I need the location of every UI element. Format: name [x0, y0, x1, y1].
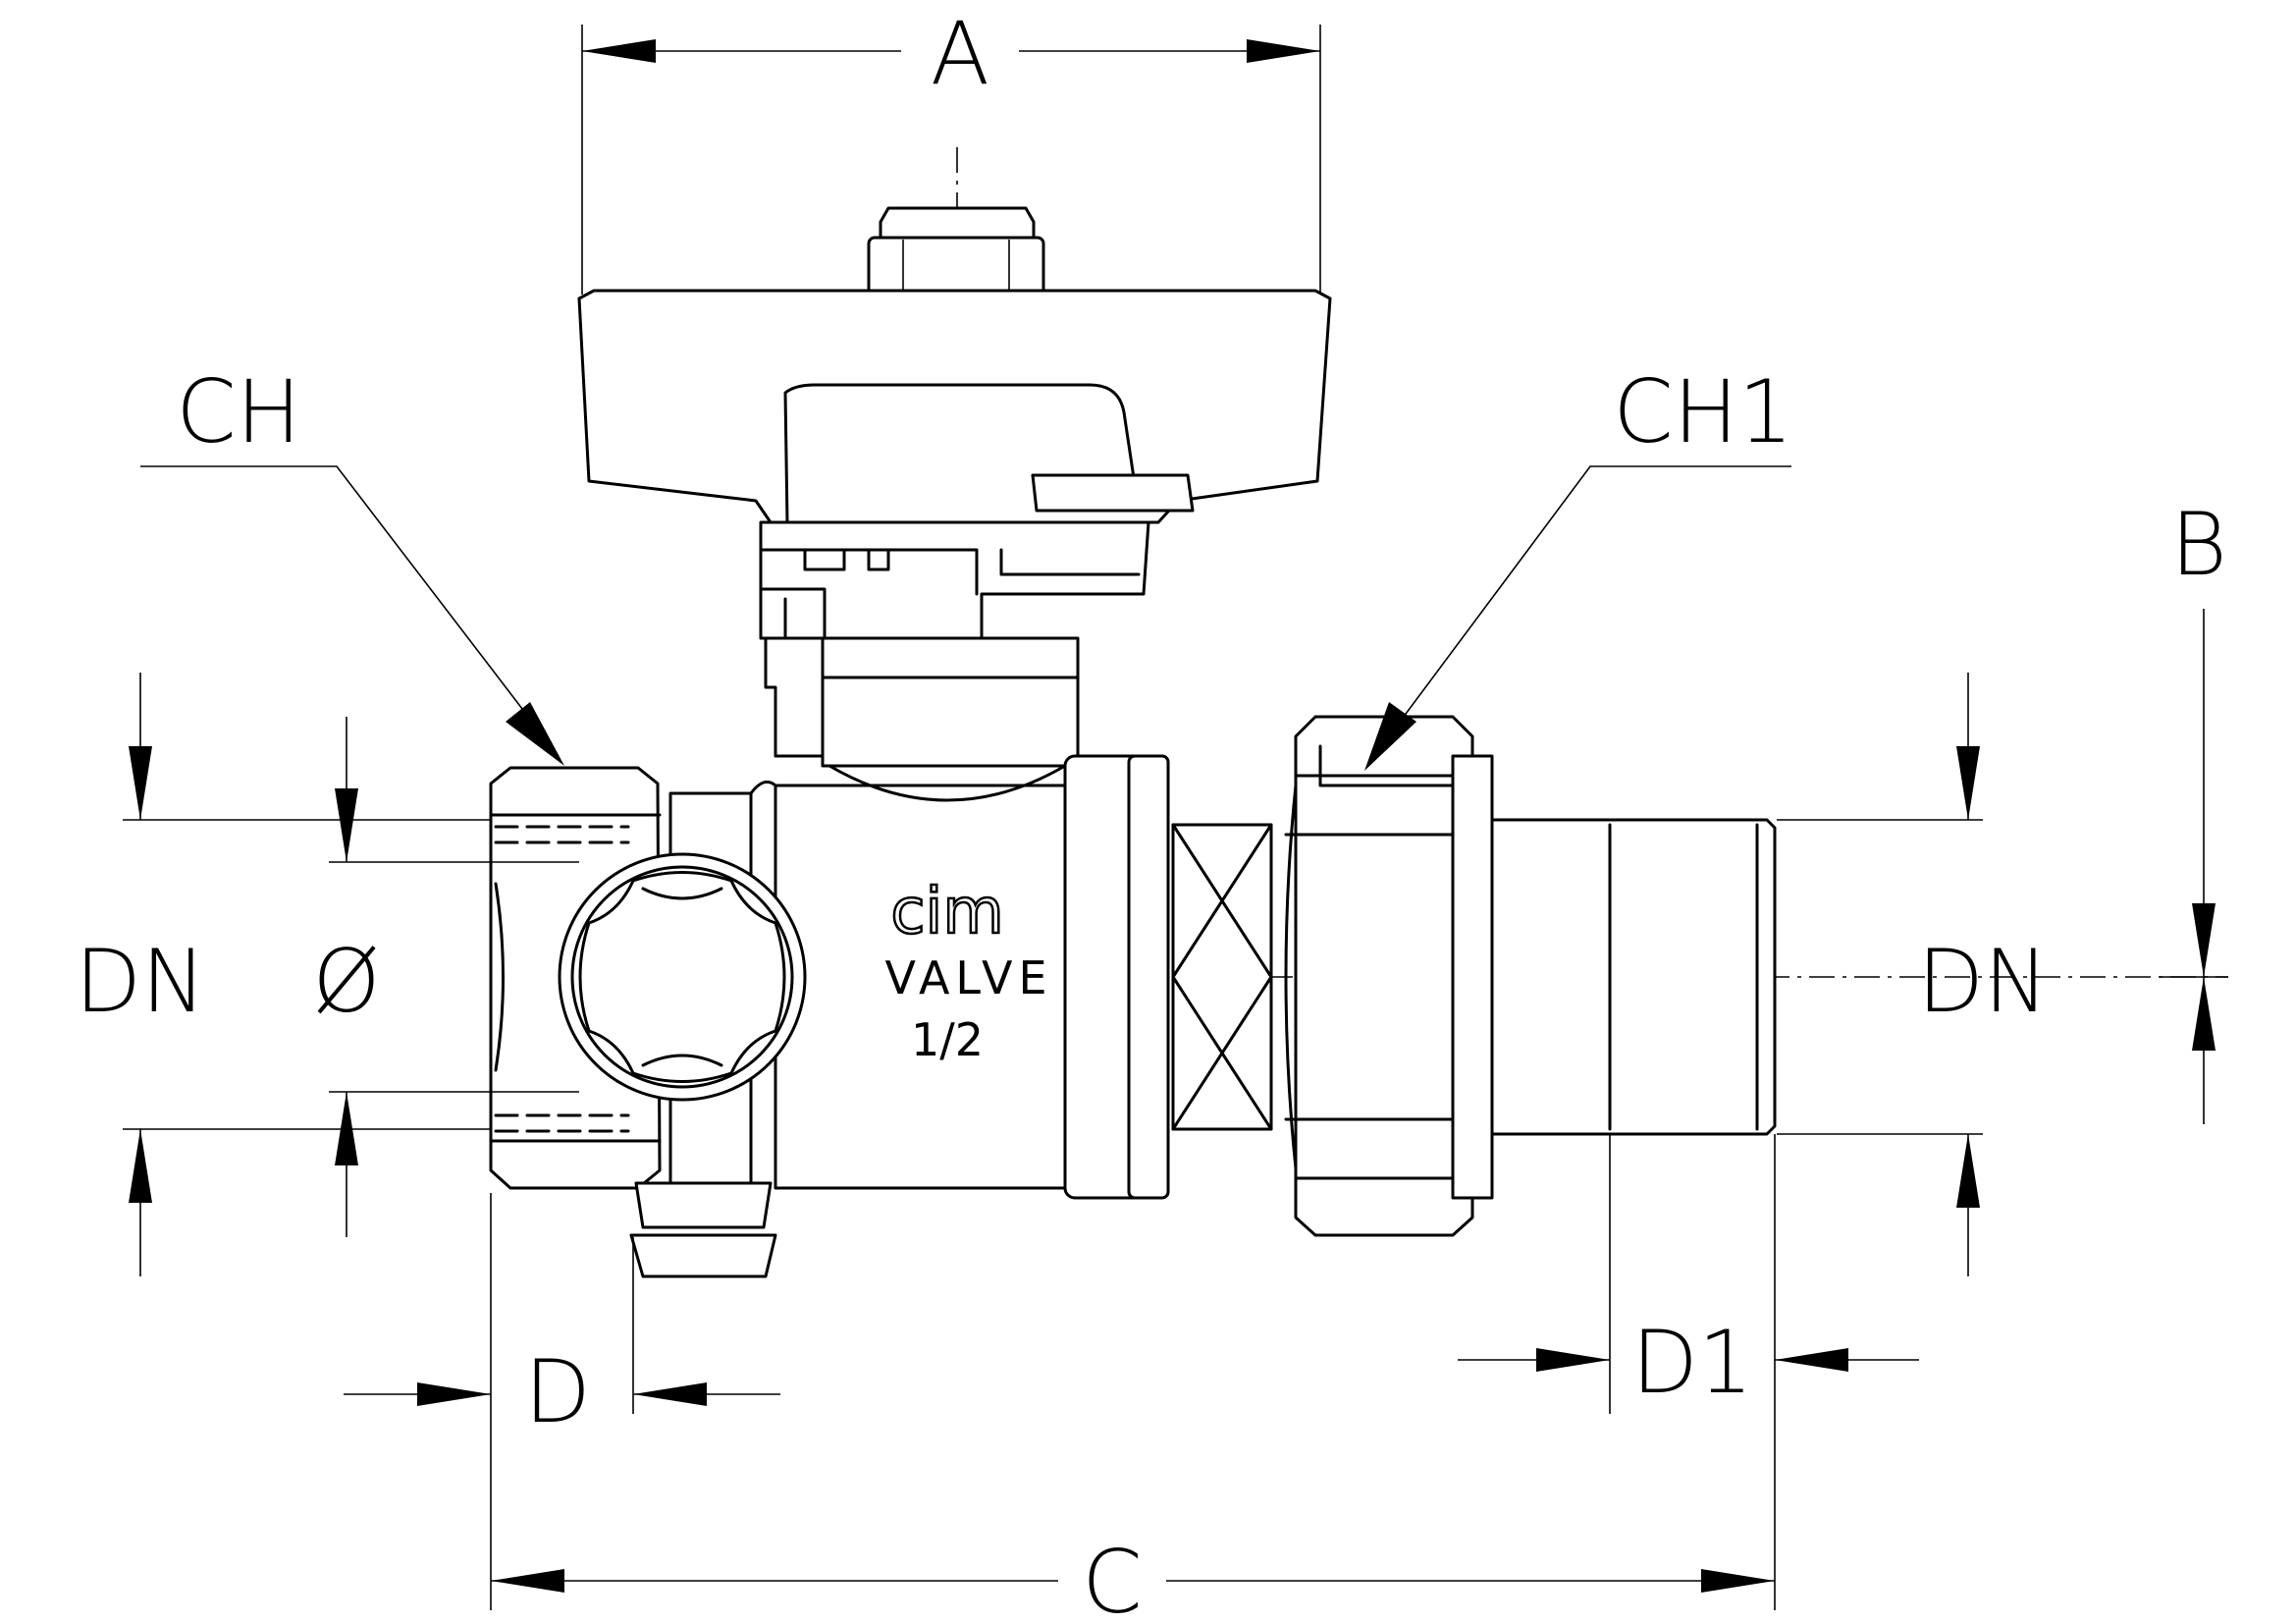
label-diameter: Ø [312, 931, 380, 1032]
body-marking: cim VALVE 1/2 [884, 875, 1052, 1066]
valve-stem [764, 597, 1080, 768]
label-dn-right: DN [1917, 931, 2049, 1032]
dimension-d1: D1 [1458, 1134, 1919, 1610]
label-dn-left: DN [75, 931, 206, 1032]
dimension-c: C [491, 1532, 1775, 1624]
label-ch1: CH1 [1613, 361, 1793, 462]
right-male-end [1490, 818, 1777, 1136]
label-d1: D1 [1631, 1312, 1753, 1413]
label-c: C [1082, 1532, 1142, 1624]
label-b: B [2170, 494, 2227, 595]
drain-knob [558, 852, 807, 1102]
leader-ch1: CH1 [1364, 361, 1793, 771]
dimension-diameter: Ø [312, 717, 579, 1237]
label-a: A [931, 3, 989, 104]
union-connector [1171, 715, 1494, 1237]
marking-line2: 1/2 [911, 1013, 984, 1066]
dimension-b: B [2160, 494, 2228, 1124]
dimension-d: D [344, 1193, 780, 1610]
brand-logo: cim [890, 876, 1003, 948]
label-ch: CH [176, 361, 301, 462]
dimension-a: A [581, 3, 1321, 295]
marking-line1: VALVE [884, 951, 1052, 1004]
dimension-dn-left: DN [75, 673, 491, 1276]
leader-ch: CH [140, 361, 564, 766]
valve-handle [577, 206, 1332, 640]
label-d: D [524, 1341, 591, 1442]
dimension-dn-right: DN [1777, 673, 2049, 1276]
